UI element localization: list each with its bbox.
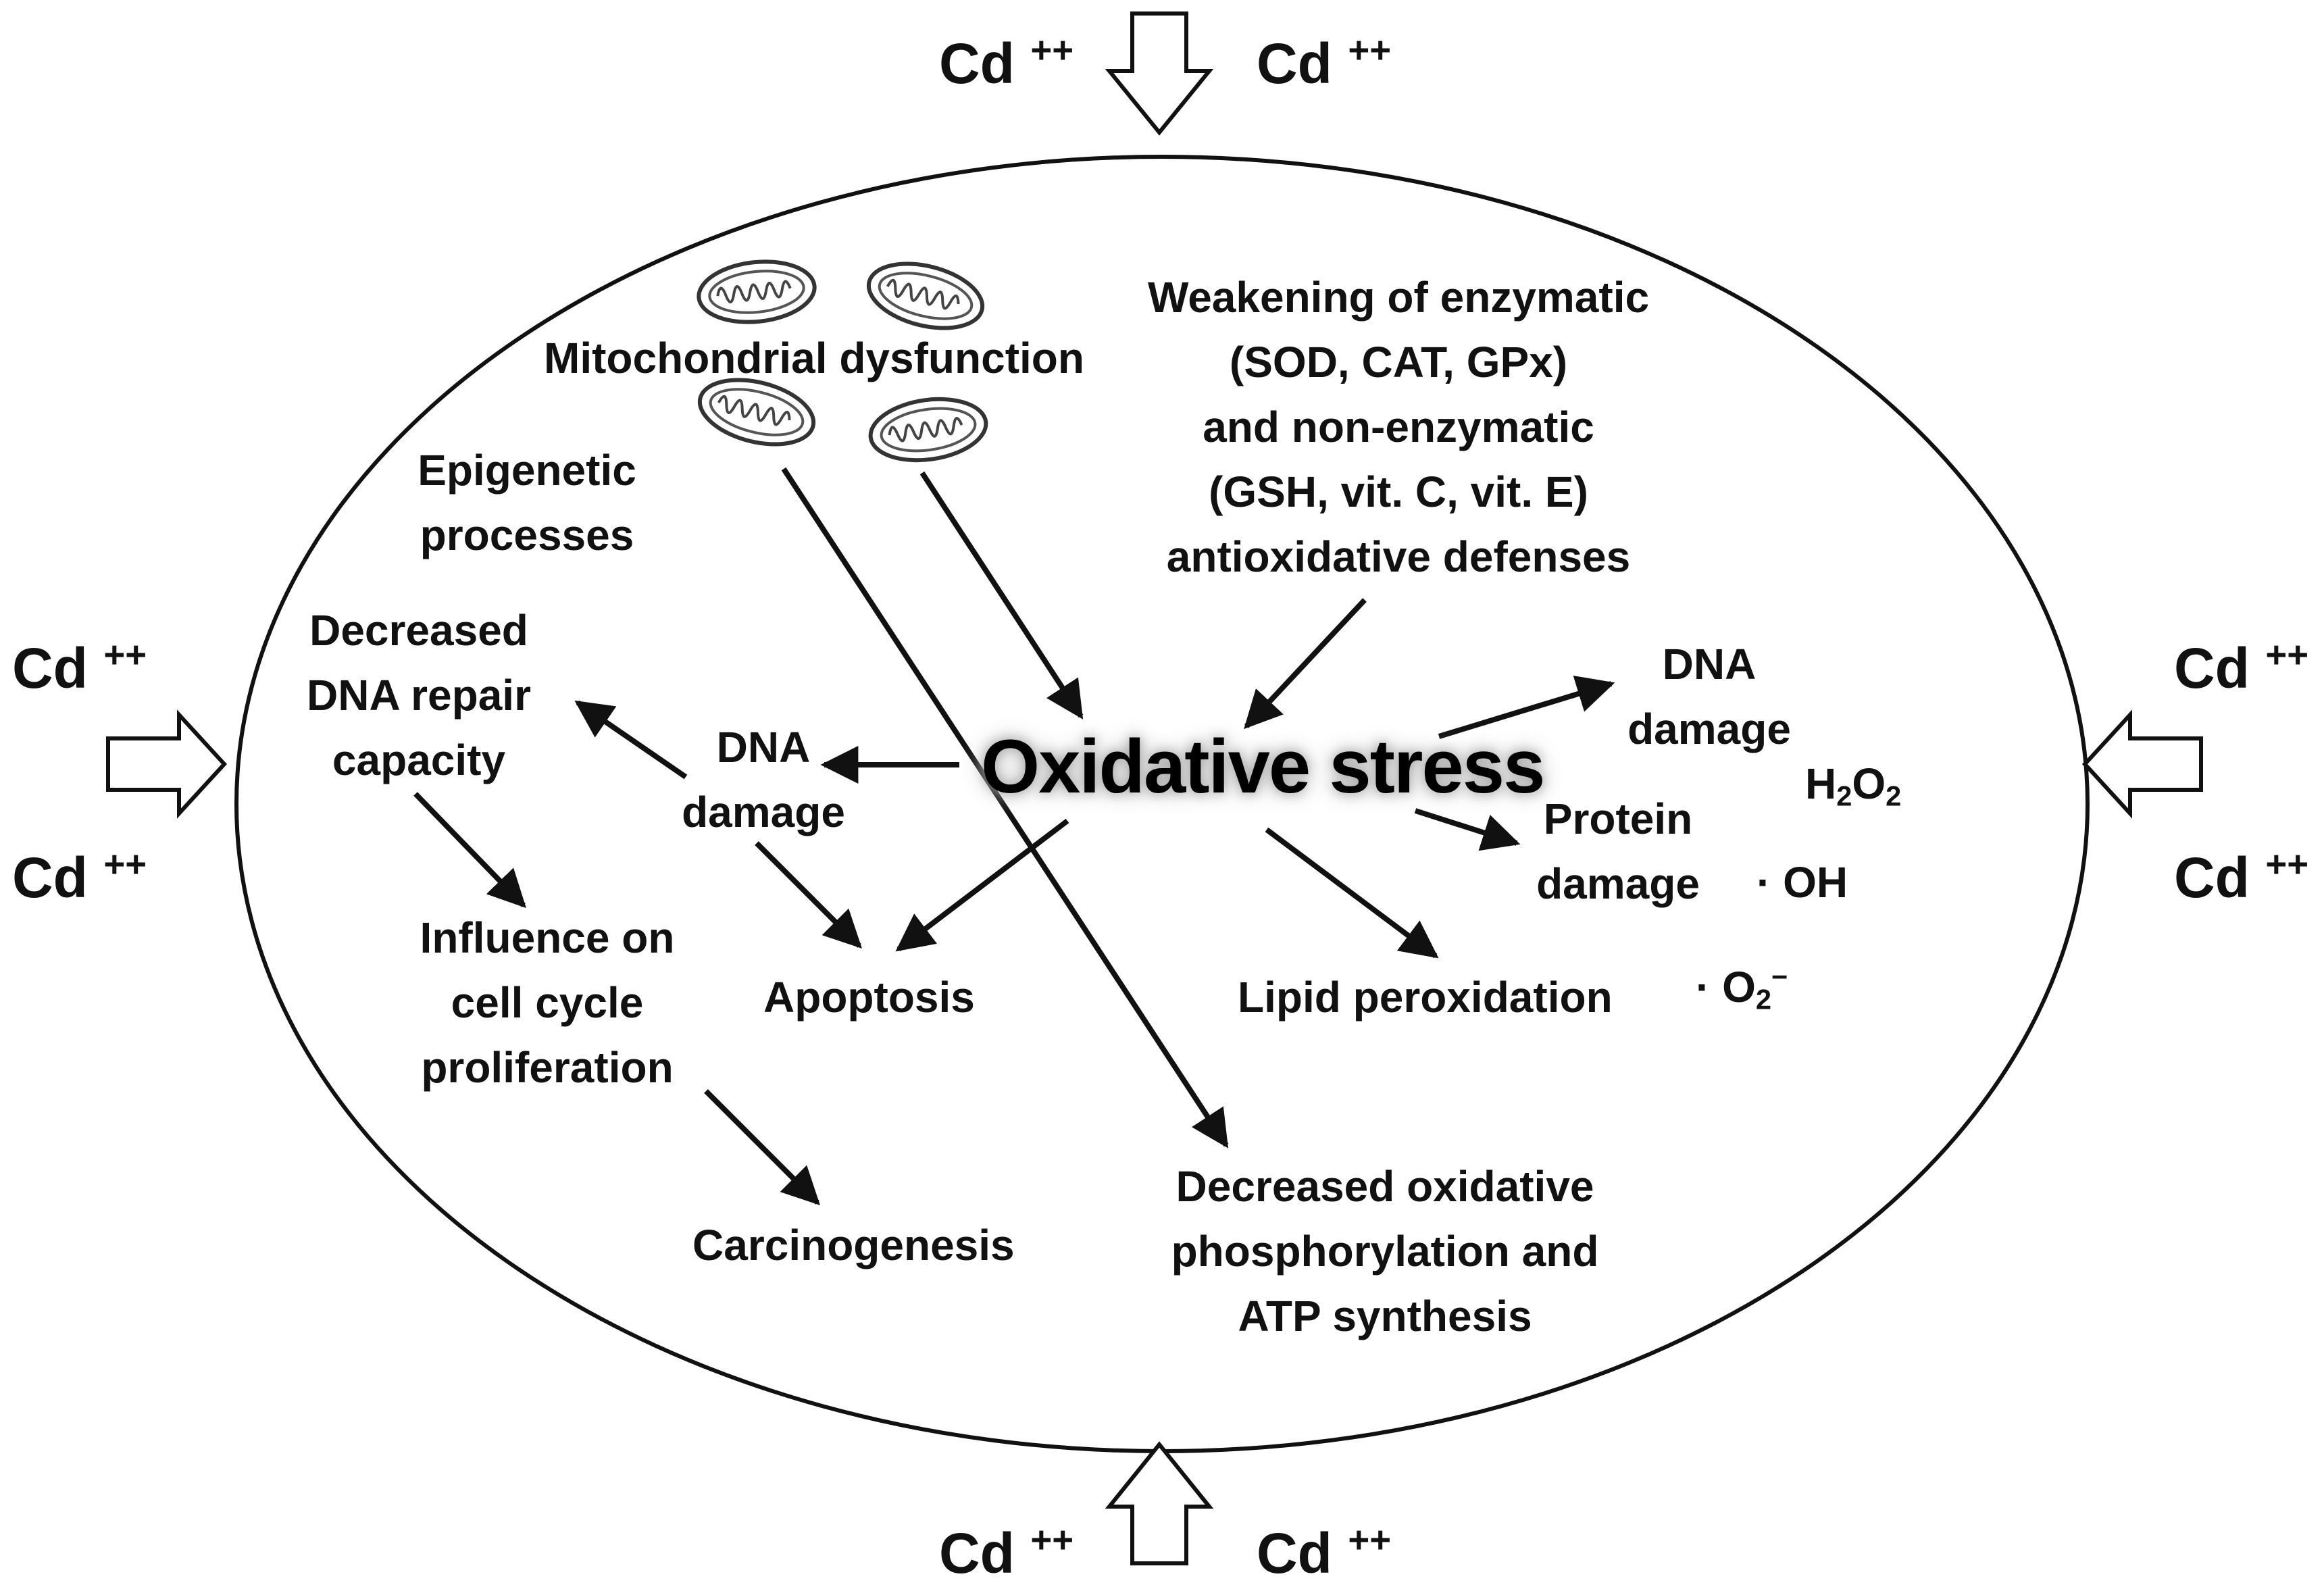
- label-decreased-dna-repair: Decreased DNA repair capacity: [270, 598, 567, 792]
- cd-ion-bottom-right: Cd ++: [1257, 1519, 1392, 1586]
- atp-line-1: Decreased oxidative: [1176, 1162, 1594, 1211]
- label-carcinogenesis: Carcinogenesis: [692, 1221, 1015, 1269]
- repair-line-3: capacity: [332, 736, 506, 784]
- hollow-arrow-icon-top: [1105, 11, 1214, 136]
- hollow-arrow-icon-left: [106, 709, 228, 819]
- influence-line-1: Influence on: [420, 913, 675, 962]
- arrow-icon-oxstress-to-lipid: [1265, 827, 1439, 959]
- defenses-line-4: (GSH, vit. C, vit. E): [1209, 468, 1588, 516]
- arrow-icon-mito-to-atp: [781, 467, 1229, 1149]
- arrow-icon-dna-to-repair: [574, 700, 688, 780]
- hollow-arrow-icon-right: [2081, 709, 2203, 819]
- label-decreased-oxidative-phosphorylation: Decreased oxidative phosphorylation and …: [1142, 1154, 1628, 1349]
- protein-line-1: Protein: [1543, 795, 1693, 843]
- repair-line-1: Decreased: [309, 606, 528, 655]
- label-dna-damage-left: DNA damage: [669, 715, 858, 845]
- label-dna-damage-right: DNA damage: [1608, 632, 1811, 761]
- arrow-icon-oxstress-to-protein: [1414, 808, 1521, 851]
- label-mitochondrial-dysfunction: Mitochondrial dysfunction: [544, 334, 1084, 382]
- epigenetic-line-2: processes: [420, 511, 634, 559]
- arrow-icon-mito-to-oxstress: [919, 471, 1084, 720]
- mitochondrion-icon-4: [867, 392, 990, 467]
- cd-ion-right-top: Cd ++: [2174, 634, 2309, 701]
- arrow-icon-defenses-to-oxstress: [1244, 598, 1367, 730]
- label-protein-damage: Protein damage: [1513, 786, 1723, 916]
- label-apoptosis: Apoptosis: [763, 973, 975, 1022]
- dna-left-line-2: damage: [682, 788, 845, 836]
- mitochondrion-icon-1: [696, 256, 817, 327]
- arrow-icon-oxstress-to-dna-right: [1438, 675, 1615, 739]
- influence-line-2: cell cycle: [451, 978, 644, 1027]
- ros-hydroxyl: · OH: [1757, 858, 1848, 907]
- defenses-line-3: and non-enzymatic: [1203, 403, 1594, 451]
- hollow-arrow-icon-bottom: [1105, 1441, 1214, 1565]
- defenses-line-5: antioxidative defenses: [1166, 532, 1631, 581]
- cd-ion-right-bottom: Cd ++: [2174, 844, 2309, 910]
- cd-ion-left-top: Cd ++: [12, 634, 147, 701]
- repair-line-2: DNA repair: [307, 671, 531, 720]
- cd-ion-top-right: Cd ++: [1257, 30, 1392, 96]
- label-influence-cell-cycle: Influence on cell cycle proliferation: [402, 905, 692, 1100]
- defenses-line-2: (SOD, CAT, GPx): [1229, 338, 1568, 386]
- cd-ion-bottom-left: Cd ++: [939, 1519, 1074, 1586]
- label-epigenetic-processes: Epigenetic processes: [392, 438, 662, 568]
- label-oxidative-stress: Oxidative stress: [981, 724, 1545, 809]
- ros-h2o2: H2O2: [1805, 759, 1902, 812]
- dna-right-line-1: DNA: [1662, 640, 1757, 688]
- cd-ion-top-left: Cd ++: [939, 30, 1074, 96]
- defenses-line-1: Weakening of enzymatic: [1147, 273, 1650, 322]
- dna-left-line-1: DNA: [716, 723, 811, 772]
- label-antioxidative-defenses: Weakening of enzymatic (SOD, CAT, GPx) a…: [1108, 265, 1689, 589]
- atp-line-2: phosphorylation and: [1171, 1227, 1599, 1276]
- dna-right-line-2: damage: [1627, 705, 1791, 753]
- atp-line-3: ATP synthesis: [1238, 1292, 1532, 1340]
- epigenetic-line-1: Epigenetic: [418, 446, 636, 495]
- cd-ion-left-bottom: Cd ++: [12, 844, 147, 910]
- arrow-icon-oxstress-to-apoptosis: [895, 818, 1069, 952]
- arrow-icon-dna-to-apoptosis: [755, 841, 862, 949]
- arrow-icon-influence-to-carcinogenesis: [704, 1089, 820, 1205]
- influence-line-3: proliferation: [421, 1043, 674, 1092]
- arrow-icon-repair-to-influence: [413, 792, 526, 909]
- label-lipid-peroxidation: Lipid peroxidation: [1238, 973, 1613, 1022]
- protein-line-2: damage: [1536, 859, 1700, 908]
- ros-superoxide: · O2−: [1696, 961, 1788, 1015]
